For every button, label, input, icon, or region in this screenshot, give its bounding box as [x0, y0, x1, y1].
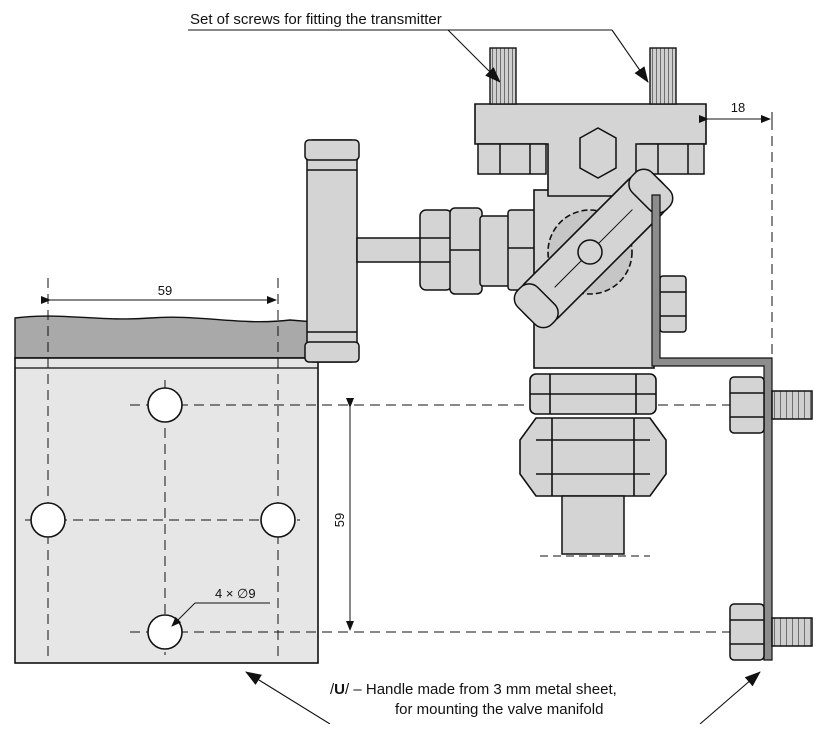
flange-bolt-heads [477, 143, 705, 175]
holes-label: 4 × ∅9 [215, 586, 256, 601]
hole-right [260, 502, 296, 538]
flange-hex-nut [579, 127, 617, 179]
handle-code: U [334, 681, 345, 698]
dimension-horizontal-label: 59 [158, 283, 172, 298]
valve-stem [356, 237, 426, 263]
handle-suffix: / – Handle made from 3 mm metal sheet, [345, 681, 617, 698]
screws-leader [188, 29, 649, 83]
bracket-bolt-top [729, 376, 813, 434]
hole-bottom [147, 614, 183, 650]
handle-leaders [245, 671, 761, 725]
dimension-top-label: 18 [731, 100, 745, 115]
handle-prefix: / [330, 681, 335, 698]
side-nut [659, 275, 687, 333]
hole-center-lines [25, 278, 815, 660]
lower-pipe [561, 495, 625, 555]
hole-top [147, 387, 183, 423]
hole-left [30, 502, 66, 538]
mounting-bracket [651, 194, 773, 661]
mounting-holes [30, 387, 296, 650]
transmitter-screw-right [649, 47, 677, 105]
diagonal-valve-handle [513, 168, 674, 329]
bracket-bolt-bottom [729, 603, 813, 661]
dimension-vertical-label: 59 [332, 513, 347, 527]
t-handle [304, 139, 360, 363]
handle-caption-line1: /U/ – Handle made from 3 mm metal sheet, [330, 681, 617, 698]
screws-caption: Set of screws for fitting the transmitte… [190, 11, 442, 28]
mounting-pipe [14, 315, 316, 359]
handle-caption-line2: for mounting the valve manifold [395, 701, 603, 718]
holes-leader-arrow [171, 602, 196, 627]
lower-connection-nuts [519, 373, 667, 497]
stem-nuts [419, 207, 537, 295]
